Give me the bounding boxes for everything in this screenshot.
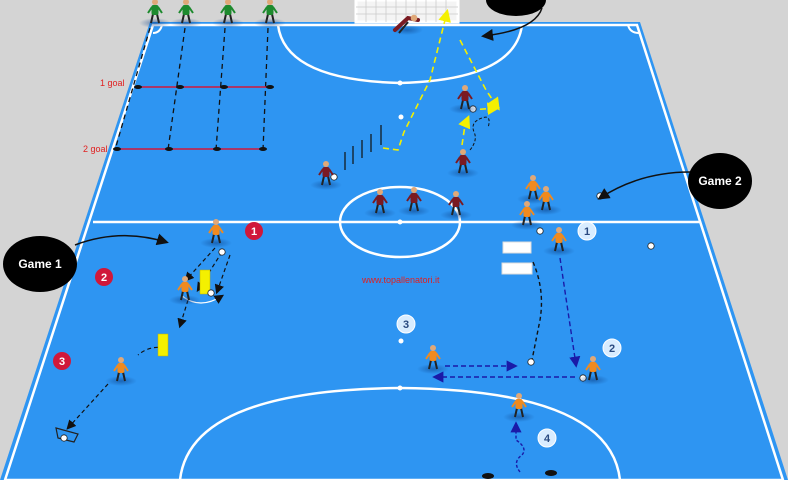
game2-marker-3: 3 [396,314,416,334]
game1-marker-2: 2 [95,268,113,286]
center-circle [338,185,462,259]
mini-goal-game1 [55,427,79,443]
bottom-penalty-spot [397,385,403,391]
player [449,85,481,114]
game2-marker-1: 1 [577,221,597,241]
goal-line-cones [113,85,274,151]
player [200,219,232,248]
svg-text:3: 3 [403,319,409,331]
agility-ladder-1 [199,269,211,295]
svg-text:4: 4 [544,433,551,445]
player [212,0,244,28]
center-spot [397,219,403,225]
website-watermark: www.topallenatori.it [361,275,440,285]
player [254,0,286,28]
svg-text:1: 1 [584,226,590,238]
player [169,276,201,305]
goalkeeper [391,14,423,35]
bottom-second-spot [398,338,404,344]
player [511,201,543,230]
mini-goal-white-1 [502,241,532,254]
callout-top [481,0,546,41]
player [364,189,396,218]
callout-game1: Game 1 [3,233,169,292]
top-goal [354,0,460,24]
top-second-spot [398,114,404,120]
player [530,186,562,215]
dribble-path-top [469,116,490,151]
game1-marker-3: 3 [53,352,71,370]
drill-lanes [114,27,269,151]
player [503,393,535,422]
player [543,227,575,256]
player [417,345,449,374]
court-surface [0,22,788,480]
svg-text:3: 3 [59,356,65,368]
player [447,149,479,178]
game1-marker-1: 1 [245,222,263,240]
svg-text:1: 1 [251,226,257,238]
game2-movement [432,257,581,473]
svg-text:2: 2 [609,343,615,355]
two-goal-label: 2 goal [83,144,108,154]
game2-marker-2: 2 [602,338,622,358]
player [139,0,171,28]
game2-marker-4: 4 [537,428,557,448]
player [170,0,202,28]
player [440,191,472,220]
one-goal-label: 1 goal [100,78,125,88]
svg-text:Game 1: Game 1 [18,257,62,271]
corner-arc-top-right [627,24,640,34]
bottom-cones [482,470,557,479]
player [398,187,430,216]
agility-ladder-2 [157,333,169,357]
agility-poles [344,125,382,170]
player [577,356,609,385]
player [105,357,137,386]
court-boundary [3,23,785,480]
top-penalty-spot [397,80,403,86]
svg-text:2: 2 [101,272,107,284]
players-layer [105,0,609,422]
callout-game2: Game 2 [597,153,752,209]
player [310,161,342,190]
svg-text:Game 2: Game 2 [698,174,742,188]
mini-goal-white-2 [501,262,533,275]
